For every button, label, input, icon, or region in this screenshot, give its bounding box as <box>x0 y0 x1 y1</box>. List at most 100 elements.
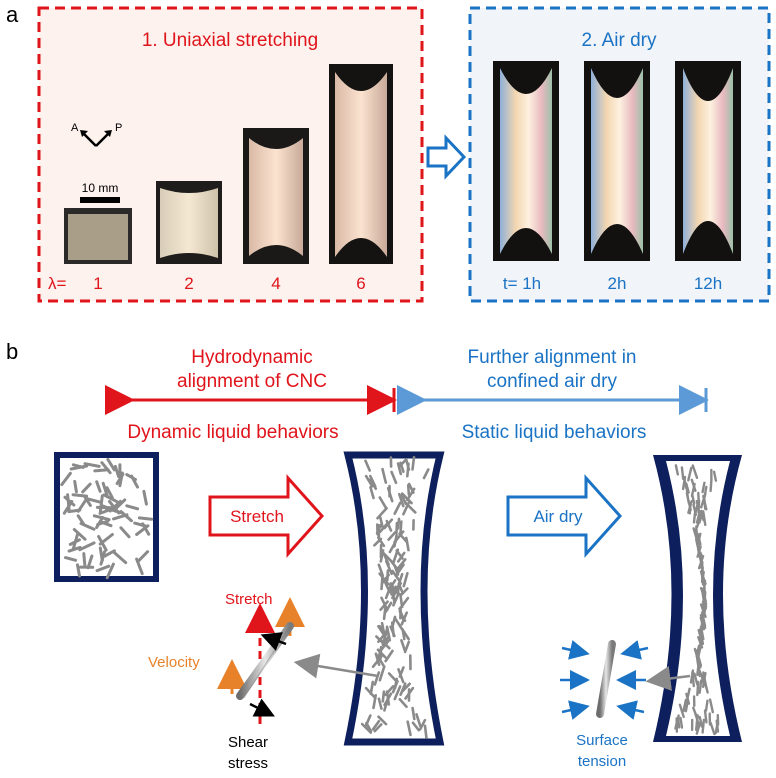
cnc-rod <box>381 635 390 647</box>
cnc-rod-icon <box>236 622 294 700</box>
lambda-value-1: 1 <box>93 274 102 293</box>
tension-arrows <box>560 640 649 720</box>
cnc-rod <box>411 721 421 732</box>
cnc-rod <box>378 496 387 509</box>
photo-lambda-6 <box>329 64 393 264</box>
cnc-rod <box>681 475 687 491</box>
cnc-rod <box>698 510 704 524</box>
cnc-rod <box>364 714 372 727</box>
cnc-rod <box>378 516 385 530</box>
cnc-rod <box>393 617 404 631</box>
left-header-line1: Hydrodynamic <box>191 347 312 368</box>
cnc-rod <box>375 647 383 664</box>
photo-t-12h <box>675 61 741 261</box>
cnc-rod <box>411 706 416 721</box>
cnc-rod <box>383 692 393 707</box>
cnc-rod <box>384 649 394 663</box>
cnc-rod <box>93 468 110 473</box>
cnc-rod <box>125 504 140 511</box>
cnc-rod <box>96 519 110 526</box>
zoom-pointer-left <box>293 653 379 679</box>
cnc-rod <box>119 526 131 539</box>
right-subheader: Static liquid behaviors <box>462 422 647 443</box>
cnc-rod <box>60 471 72 487</box>
cnc-rod <box>695 510 701 524</box>
cnc-rod <box>699 603 707 617</box>
cnc-rod <box>66 493 71 512</box>
cnc-rod <box>406 720 412 737</box>
cnc-rod <box>697 644 702 657</box>
cnc-rod <box>98 533 114 546</box>
photo-lambda-4 <box>243 128 309 264</box>
panel-a-label: a <box>6 2 19 27</box>
process-arrow-icon <box>426 134 467 180</box>
cnc-rod <box>387 530 397 541</box>
cnc-rod <box>385 569 390 582</box>
cnc-rod <box>393 564 400 576</box>
cnc-rod <box>418 718 427 731</box>
cnc-rod <box>709 478 713 493</box>
air-dry-title: 2. Air dry <box>582 30 657 51</box>
cnc-rod <box>375 523 383 535</box>
cnc-rod <box>695 499 700 512</box>
cnc-rod <box>709 721 716 736</box>
cnc-rod <box>377 563 385 577</box>
cnc-rod <box>402 571 409 588</box>
cnc-rod <box>76 563 81 578</box>
cnc-rod <box>381 467 388 484</box>
cnc-rod <box>373 671 381 686</box>
panel-b-label: b <box>6 339 18 364</box>
cnc-rod <box>403 640 411 654</box>
cnc-rod <box>693 672 699 686</box>
cnc-rod <box>136 550 150 564</box>
surface-tension-inset: Surface tension <box>560 640 691 770</box>
cnc-rod <box>378 666 386 682</box>
cnc-rod <box>398 610 407 623</box>
cnc-rod <box>377 624 386 637</box>
cnc-rod <box>393 685 402 701</box>
cnc-rod <box>423 724 428 739</box>
cnc-rod <box>72 528 87 541</box>
cnc-rod <box>696 533 702 546</box>
cnc-rod <box>135 557 144 576</box>
right-header-line1: Further alignment in <box>468 347 637 368</box>
cnc-rod <box>397 492 405 508</box>
cnc-rod <box>105 562 115 580</box>
cnc-rod <box>115 472 125 486</box>
cnc-rod <box>364 686 377 700</box>
air-dry-arrow: Air dry <box>506 474 623 558</box>
polarizer-icon: A P <box>71 122 122 147</box>
cnc-rod <box>64 556 78 562</box>
lambda-prefix: λ= <box>48 274 67 293</box>
cnc-rod <box>684 700 689 713</box>
cnc-rod <box>369 485 375 500</box>
aligned-cnc-rod-icon <box>596 640 616 718</box>
surface-label-line2: tension <box>578 753 626 770</box>
cnc-rod <box>378 572 390 586</box>
cnc-rod <box>78 541 96 552</box>
cnc-rod <box>396 551 406 563</box>
cnc-rod <box>71 463 85 469</box>
cnc-rod <box>690 478 697 492</box>
cnc-rod <box>71 532 80 551</box>
cnc-rod <box>98 506 115 515</box>
dried-sample <box>653 455 742 742</box>
cnc-rod <box>360 722 373 734</box>
cnc-rod <box>703 590 707 605</box>
cnc-rod <box>398 697 408 709</box>
cnc-rod <box>381 690 386 703</box>
cnc-rod <box>696 680 700 697</box>
cnc-rod <box>698 679 703 694</box>
cnc-rod <box>95 564 111 573</box>
cnc-rod <box>399 682 407 697</box>
photo-t-1h <box>493 61 559 261</box>
cnc-rod <box>84 497 103 504</box>
cnc-square-sample <box>54 452 159 582</box>
cnc-rod <box>98 494 104 513</box>
cnc-rod <box>137 516 154 521</box>
cnc-rod <box>86 554 94 570</box>
cnc-rod <box>373 723 383 733</box>
cnc-rod <box>377 631 388 644</box>
cnc-rod <box>405 459 411 471</box>
